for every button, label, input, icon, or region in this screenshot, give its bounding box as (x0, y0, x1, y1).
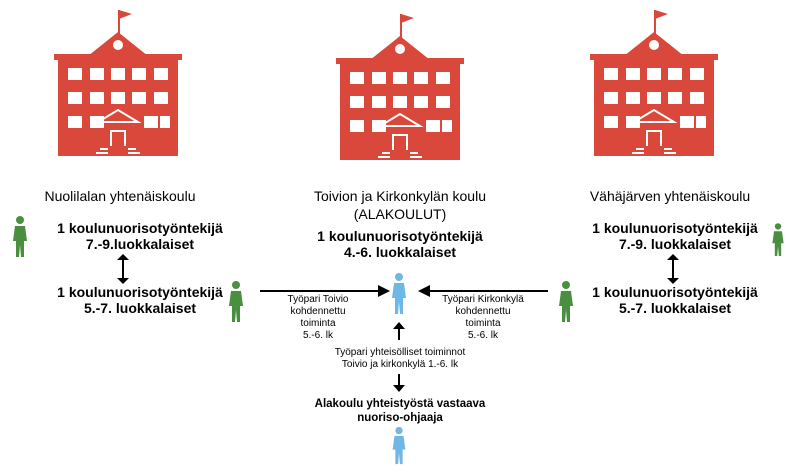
arrow-icon (393, 322, 405, 340)
coordinator-text: Alakoulu yhteistyöstä vastaava nuoriso-o… (280, 397, 520, 425)
right-worker-1-grades: 7.-9. luokkalaiset (618, 236, 732, 252)
pair-toivio-line1: Työpari Toivio (287, 294, 349, 305)
school-building-icon (48, 8, 188, 158)
school-name-nuolilala: Nuolilalan yhtenäiskoulu (44, 188, 196, 204)
pair-toivio-line2: kohdennettu (290, 306, 346, 317)
right-worker-2: 1 koulunuorisotyöntekijä 5.-7. luokkalai… (555, 284, 786, 316)
person-icon (389, 426, 409, 466)
left-worker-2-title: 1 koulunuorisotyöntekijä (57, 284, 223, 300)
arrow-icon (393, 374, 405, 392)
person-icon (770, 218, 786, 262)
pair-toivio-text: Työpari Toivio kohdennettu toiminta 5.-6… (258, 294, 378, 342)
left-worker-2-grades: 5.-7. luokkalaiset (83, 300, 197, 316)
center-worker-grades: 4.-6. luokkalaiset (343, 244, 457, 260)
left-worker-1-grades: 7.-9.luokkalaiset (85, 236, 195, 252)
school-building-icon (584, 8, 724, 158)
arrow-icon (260, 285, 390, 297)
pair-kirkonkyla-line1: Työpari Kirkonkylä (442, 294, 524, 305)
arrow-icon (117, 254, 129, 284)
pair-toivio-line3: toiminta (300, 318, 336, 329)
arrow-icon (667, 254, 679, 284)
right-worker-1: 1 koulunuorisotyöntekijä 7.-9. luokkalai… (555, 220, 786, 252)
joint-activity-line2: Toivio ja kirkonkylä 1.-6. lk (341, 359, 459, 370)
left-worker-1: 1 koulunuorisotyöntekijä 7.-9.luokkalais… (20, 220, 260, 252)
right-worker-2-title: 1 koulunuorisotyöntekijä (592, 284, 758, 300)
center-worker-title: 1 koulunuorisotyöntekijä (317, 228, 483, 244)
joint-activity-line1: Työpari yhteisölliset toiminnot (334, 347, 466, 358)
school-name-toivio-line1: Toivion ja Kirkonkylän koulu (314, 188, 486, 204)
pair-kirkonkyla-line4: 5.-6. lk (467, 330, 498, 341)
coordinator-line1: Alakoulu yhteistyöstä vastaava (314, 398, 486, 410)
left-worker-1-title: 1 koulunuorisotyöntekijä (57, 220, 223, 236)
pair-toivio-line4: 5.-6. lk (302, 330, 333, 341)
person-icon (226, 280, 246, 324)
joint-activity-text: Työpari yhteisölliset toiminnot Toivio j… (300, 347, 500, 371)
right-worker-2-grades: 5.-7. luokkalaiset (618, 300, 732, 316)
school-name-vahajarvi: Vähäjärven yhtenäiskoulu (589, 188, 751, 204)
arrow-icon (418, 285, 548, 297)
pair-kirkonkyla-line2: kohdennettu (455, 306, 511, 317)
coordinator-line2: nuoriso-ohjaaja (357, 412, 443, 424)
school-name-toivio: Toivion ja Kirkonkylän koulu (ALAKOULUT) (280, 187, 520, 223)
school-building-icon (330, 12, 470, 162)
left-worker-2: 1 koulunuorisotyöntekijä 5.-7. luokkalai… (20, 284, 260, 316)
pair-kirkonkyla-text: Työpari Kirkonkylä kohdennettu toiminta … (418, 294, 548, 342)
right-worker-1-title: 1 koulunuorisotyöntekijä (592, 220, 758, 236)
person-icon (389, 272, 409, 316)
school-name-toivio-line2: (ALAKOULUT) (353, 206, 447, 222)
center-worker: 1 koulunuorisotyöntekijä 4.-6. luokkalai… (280, 228, 520, 260)
pair-kirkonkyla-line3: toiminta (465, 318, 501, 329)
